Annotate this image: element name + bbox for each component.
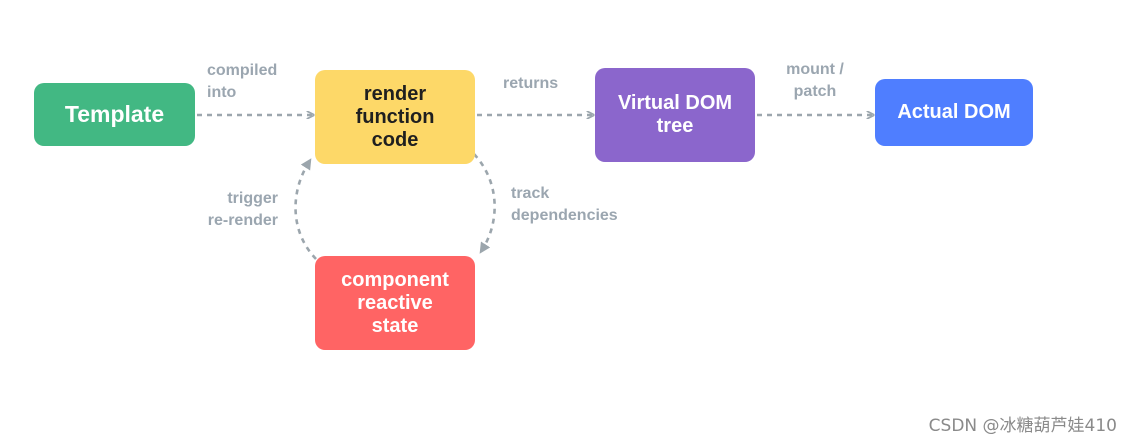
watermark: CSDN @冰糖葫芦娃410 xyxy=(928,416,1117,436)
edge-label-compiled-into: compiled into xyxy=(207,62,278,102)
edge-label-mount-patch: mount / patch xyxy=(786,61,844,101)
edge-track-dependencies-arrow xyxy=(473,153,496,254)
edge-label-trigger-rerender: trigger re-render xyxy=(207,190,278,230)
edge-trigger-rerender-arrow xyxy=(294,158,317,260)
reactive-state-node: component reactive state xyxy=(315,256,475,350)
edge-label-returns: returns xyxy=(503,75,559,92)
virtual-dom-node: Virtual DOM tree xyxy=(595,68,755,162)
edge-label-track-dependencies: track dependencies xyxy=(511,185,618,225)
render-function-node: render function code xyxy=(315,70,475,164)
actual-dom-node: Actual DOM xyxy=(875,79,1033,146)
template-node: Template xyxy=(34,83,195,146)
